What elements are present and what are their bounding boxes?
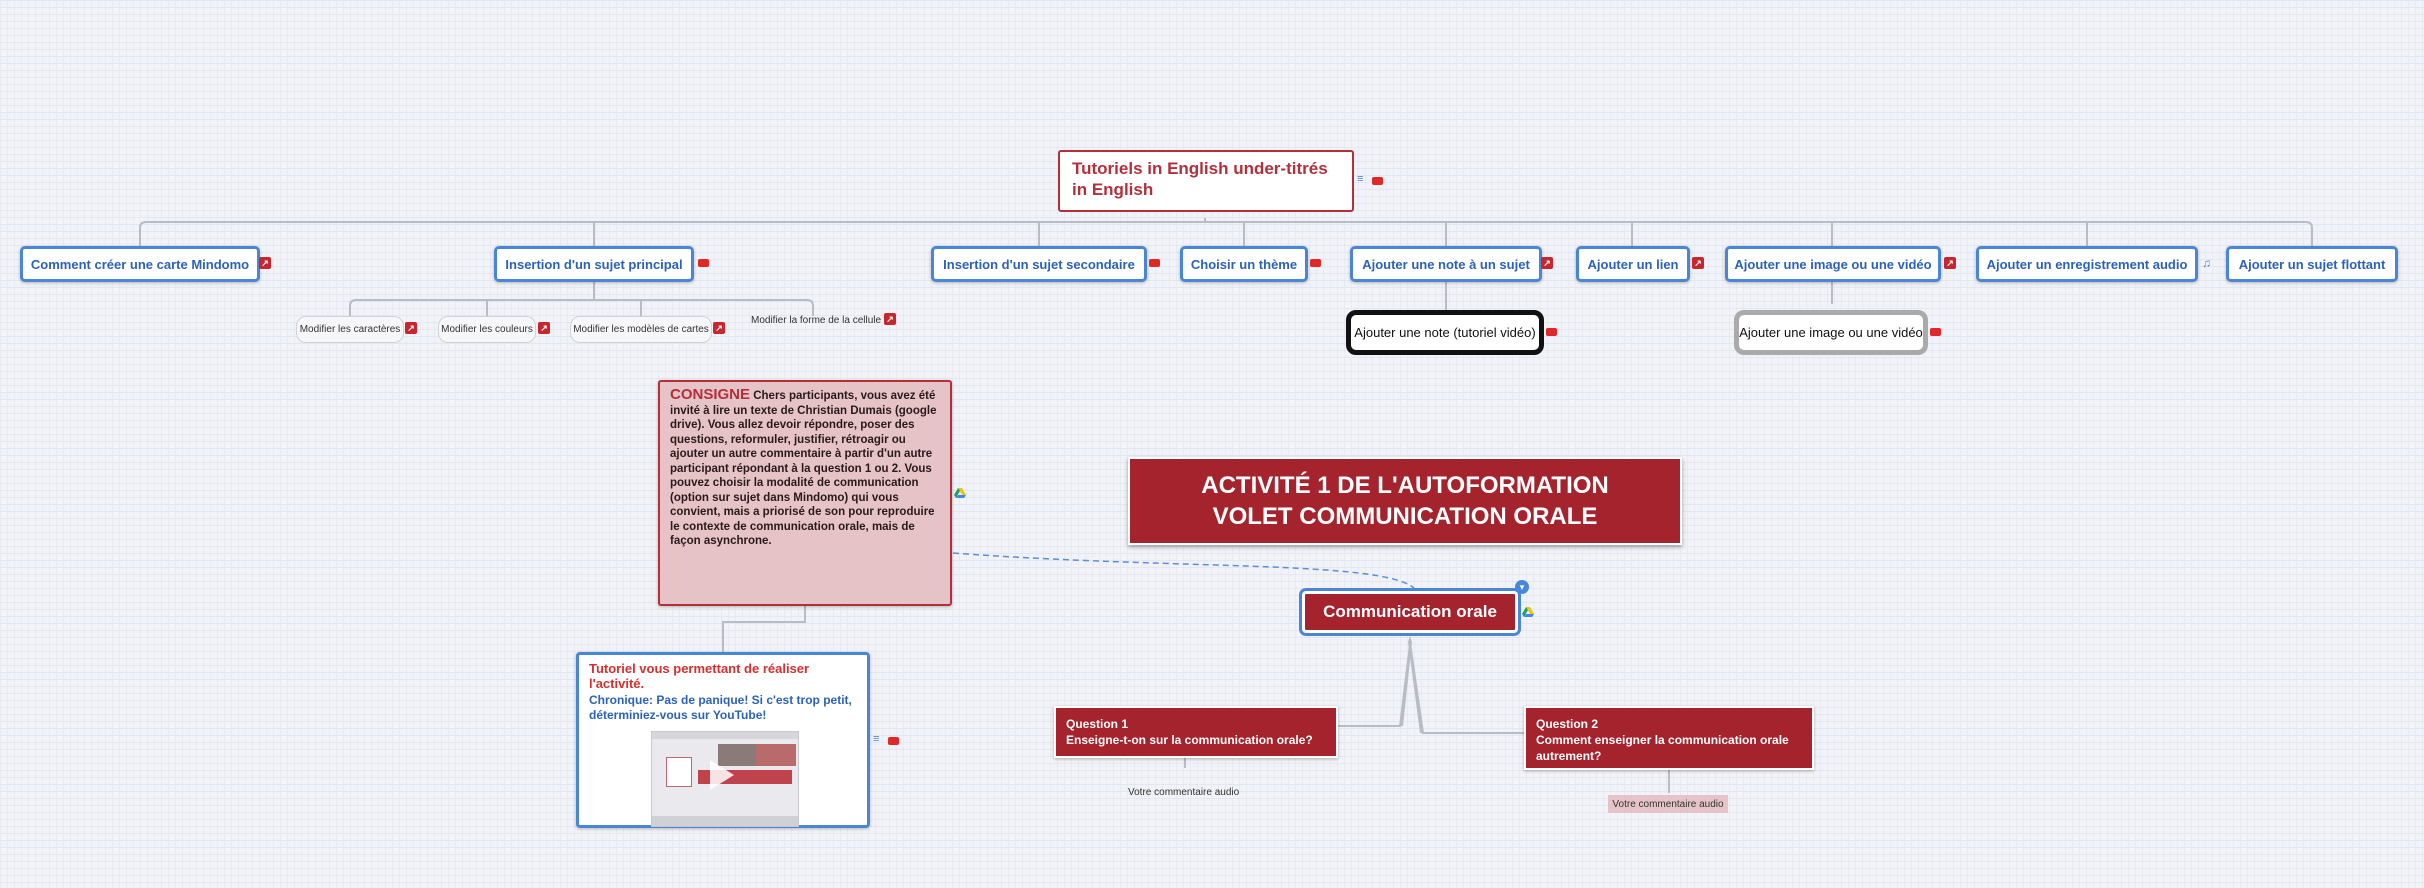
question-1-title: Question 1 xyxy=(1066,717,1129,731)
topic-label: Ajouter un enregistrement audio xyxy=(1986,256,2188,272)
subtopic-label: Modifier les caractères xyxy=(299,324,401,335)
topic-label: Comment créer une carte Mindomo xyxy=(30,256,250,272)
external-link-icon[interactable]: ↗ xyxy=(1944,257,1956,269)
subtopic-modify-shape[interactable]: Modifier la forme de la cellule xyxy=(751,315,881,326)
external-link-icon[interactable]: ↗ xyxy=(538,322,550,334)
consigne-box[interactable]: CONSIGNE Chers participants, vous avez é… xyxy=(658,380,952,606)
connector xyxy=(1399,636,1412,726)
dashed-relationship-line xyxy=(952,552,1415,589)
topic-label: Insertion d'un sujet principal xyxy=(505,256,683,272)
topic-label: Insertion d'un sujet secondaire xyxy=(943,256,1135,272)
connector xyxy=(1408,636,1424,733)
topic-label: Ajouter un sujet flottant xyxy=(2238,256,2386,272)
topic-create-map[interactable]: Comment créer une carte Mindomo xyxy=(20,246,260,282)
external-link-icon[interactable]: ↗ xyxy=(259,257,271,269)
subtopic-label: Modifier les modèles de cartes xyxy=(573,324,709,335)
external-link-icon[interactable]: ↗ xyxy=(713,322,725,334)
external-link-icon[interactable]: ↗ xyxy=(405,322,417,334)
youtube-icon[interactable] xyxy=(1930,328,1941,336)
banner-line-1: ACTIVITÉ 1 DE L'AUTOFORMATION xyxy=(1201,472,1609,499)
consigne-text: Chers participants, vous avez été invité… xyxy=(670,390,937,547)
note-tutorial-node[interactable]: Ajouter une note (tutoriel vidéo) xyxy=(1346,310,1544,355)
connector xyxy=(722,606,806,652)
topic-add-image-video[interactable]: Ajouter une image ou une vidéo xyxy=(1725,246,1941,282)
question-1-comment[interactable]: Votre commentaire audio xyxy=(1128,787,1239,798)
subtopic-label: Modifier les couleurs xyxy=(441,324,533,335)
activity-banner[interactable]: ACTIVITÉ 1 DE L'AUTOFORMATION VOLET COMM… xyxy=(1128,457,1682,545)
notes-icon[interactable]: ≡ xyxy=(1357,173,1364,185)
external-link-icon[interactable]: ↗ xyxy=(1692,257,1704,269)
youtube-icon[interactable] xyxy=(698,259,709,267)
topic-label: Choisir un thème xyxy=(1190,256,1298,272)
comment-label: Votre commentaire audio xyxy=(1612,798,1724,810)
tutorial-box-subtitle: Chronique: Pas de panique! Si c'est trop… xyxy=(589,693,852,722)
topic-insert-main[interactable]: Insertion d'un sujet principal xyxy=(494,246,694,282)
topic-add-link[interactable]: Ajouter un lien xyxy=(1576,246,1690,282)
play-icon[interactable] xyxy=(710,760,734,790)
topic-add-note[interactable]: Ajouter une note à un sujet xyxy=(1350,246,1542,282)
external-link-icon[interactable]: ↗ xyxy=(1541,257,1553,269)
google-drive-icon[interactable] xyxy=(954,488,966,498)
youtube-icon[interactable] xyxy=(1372,177,1383,185)
google-drive-icon[interactable] xyxy=(1522,607,1534,617)
central-topic[interactable]: Communication orale xyxy=(1299,588,1521,636)
subtopic-label: Modifier la forme de la cellule xyxy=(751,315,882,326)
youtube-icon[interactable] xyxy=(1546,328,1557,336)
topic-add-audio[interactable]: Ajouter un enregistrement audio xyxy=(1976,246,2198,282)
question-2-comment[interactable]: Votre commentaire audio xyxy=(1608,795,1728,813)
comment-label: Votre commentaire audio xyxy=(1128,787,1240,798)
collapse-icon[interactable]: ▾ xyxy=(1515,580,1529,594)
consigne-title: CONSIGNE xyxy=(670,386,751,403)
connector xyxy=(139,221,2313,246)
connector xyxy=(349,299,814,316)
tutorial-box-title: Tutoriel vous permettant de réaliser l'a… xyxy=(589,661,810,691)
question-1-text: Enseigne-t-on sur la communication orale… xyxy=(1066,733,1313,747)
question-2-title: Question 2 xyxy=(1536,717,1599,731)
tutorials-english-node[interactable]: Tutoriels in English under-titrés in Eng… xyxy=(1058,150,1354,212)
notes-icon[interactable]: ≡ xyxy=(873,733,880,745)
topic-insert-secondary[interactable]: Insertion d'un sujet secondaire xyxy=(931,246,1147,282)
subtopic-modify-colors[interactable]: Modifier les couleurs xyxy=(438,316,536,343)
topic-label: Ajouter une image ou une vidéo xyxy=(1734,256,1932,272)
topic-label: Ajouter un lien xyxy=(1587,256,1679,272)
note-tutorial-label: Ajouter une note (tutoriel vidéo) xyxy=(1354,325,1536,340)
topic-add-floating[interactable]: Ajouter un sujet flottant xyxy=(2226,246,2398,282)
banner-line-2: VOLET COMMUNICATION ORALE xyxy=(1212,503,1598,530)
external-link-icon[interactable]: ↗ xyxy=(884,313,896,325)
topic-label: Ajouter une note à un sujet xyxy=(1362,256,1530,272)
subtopic-modify-templates[interactable]: Modifier les modèles de cartes xyxy=(570,316,712,343)
image-tutorial-node[interactable]: Ajouter une image ou une vidéo xyxy=(1734,310,1928,355)
youtube-icon[interactable] xyxy=(888,737,899,745)
youtube-icon[interactable] xyxy=(1310,259,1321,267)
topic-choose-theme[interactable]: Choisir un thème xyxy=(1180,246,1308,282)
question-1-node[interactable]: Question 1 Enseigne-t-on sur la communic… xyxy=(1054,706,1338,758)
audio-icon[interactable]: ♫ xyxy=(2202,256,2211,270)
tutorials-english-label: Tutoriels in English under-titrés in Eng… xyxy=(1072,159,1328,199)
youtube-icon[interactable] xyxy=(1149,259,1160,267)
question-2-text: Comment enseigner la communication orale… xyxy=(1536,733,1789,763)
tutorial-video-box[interactable]: Tutoriel vous permettant de réaliser l'a… xyxy=(576,652,870,828)
question-2-node[interactable]: Question 2 Comment enseigner la communic… xyxy=(1524,706,1814,770)
video-thumbnail[interactable] xyxy=(651,731,799,827)
central-topic-label: Communication orale xyxy=(1323,602,1497,621)
subtopic-modify-characters[interactable]: Modifier les caractères xyxy=(296,316,404,343)
image-tutorial-label: Ajouter une image ou une vidéo xyxy=(1739,325,1923,340)
